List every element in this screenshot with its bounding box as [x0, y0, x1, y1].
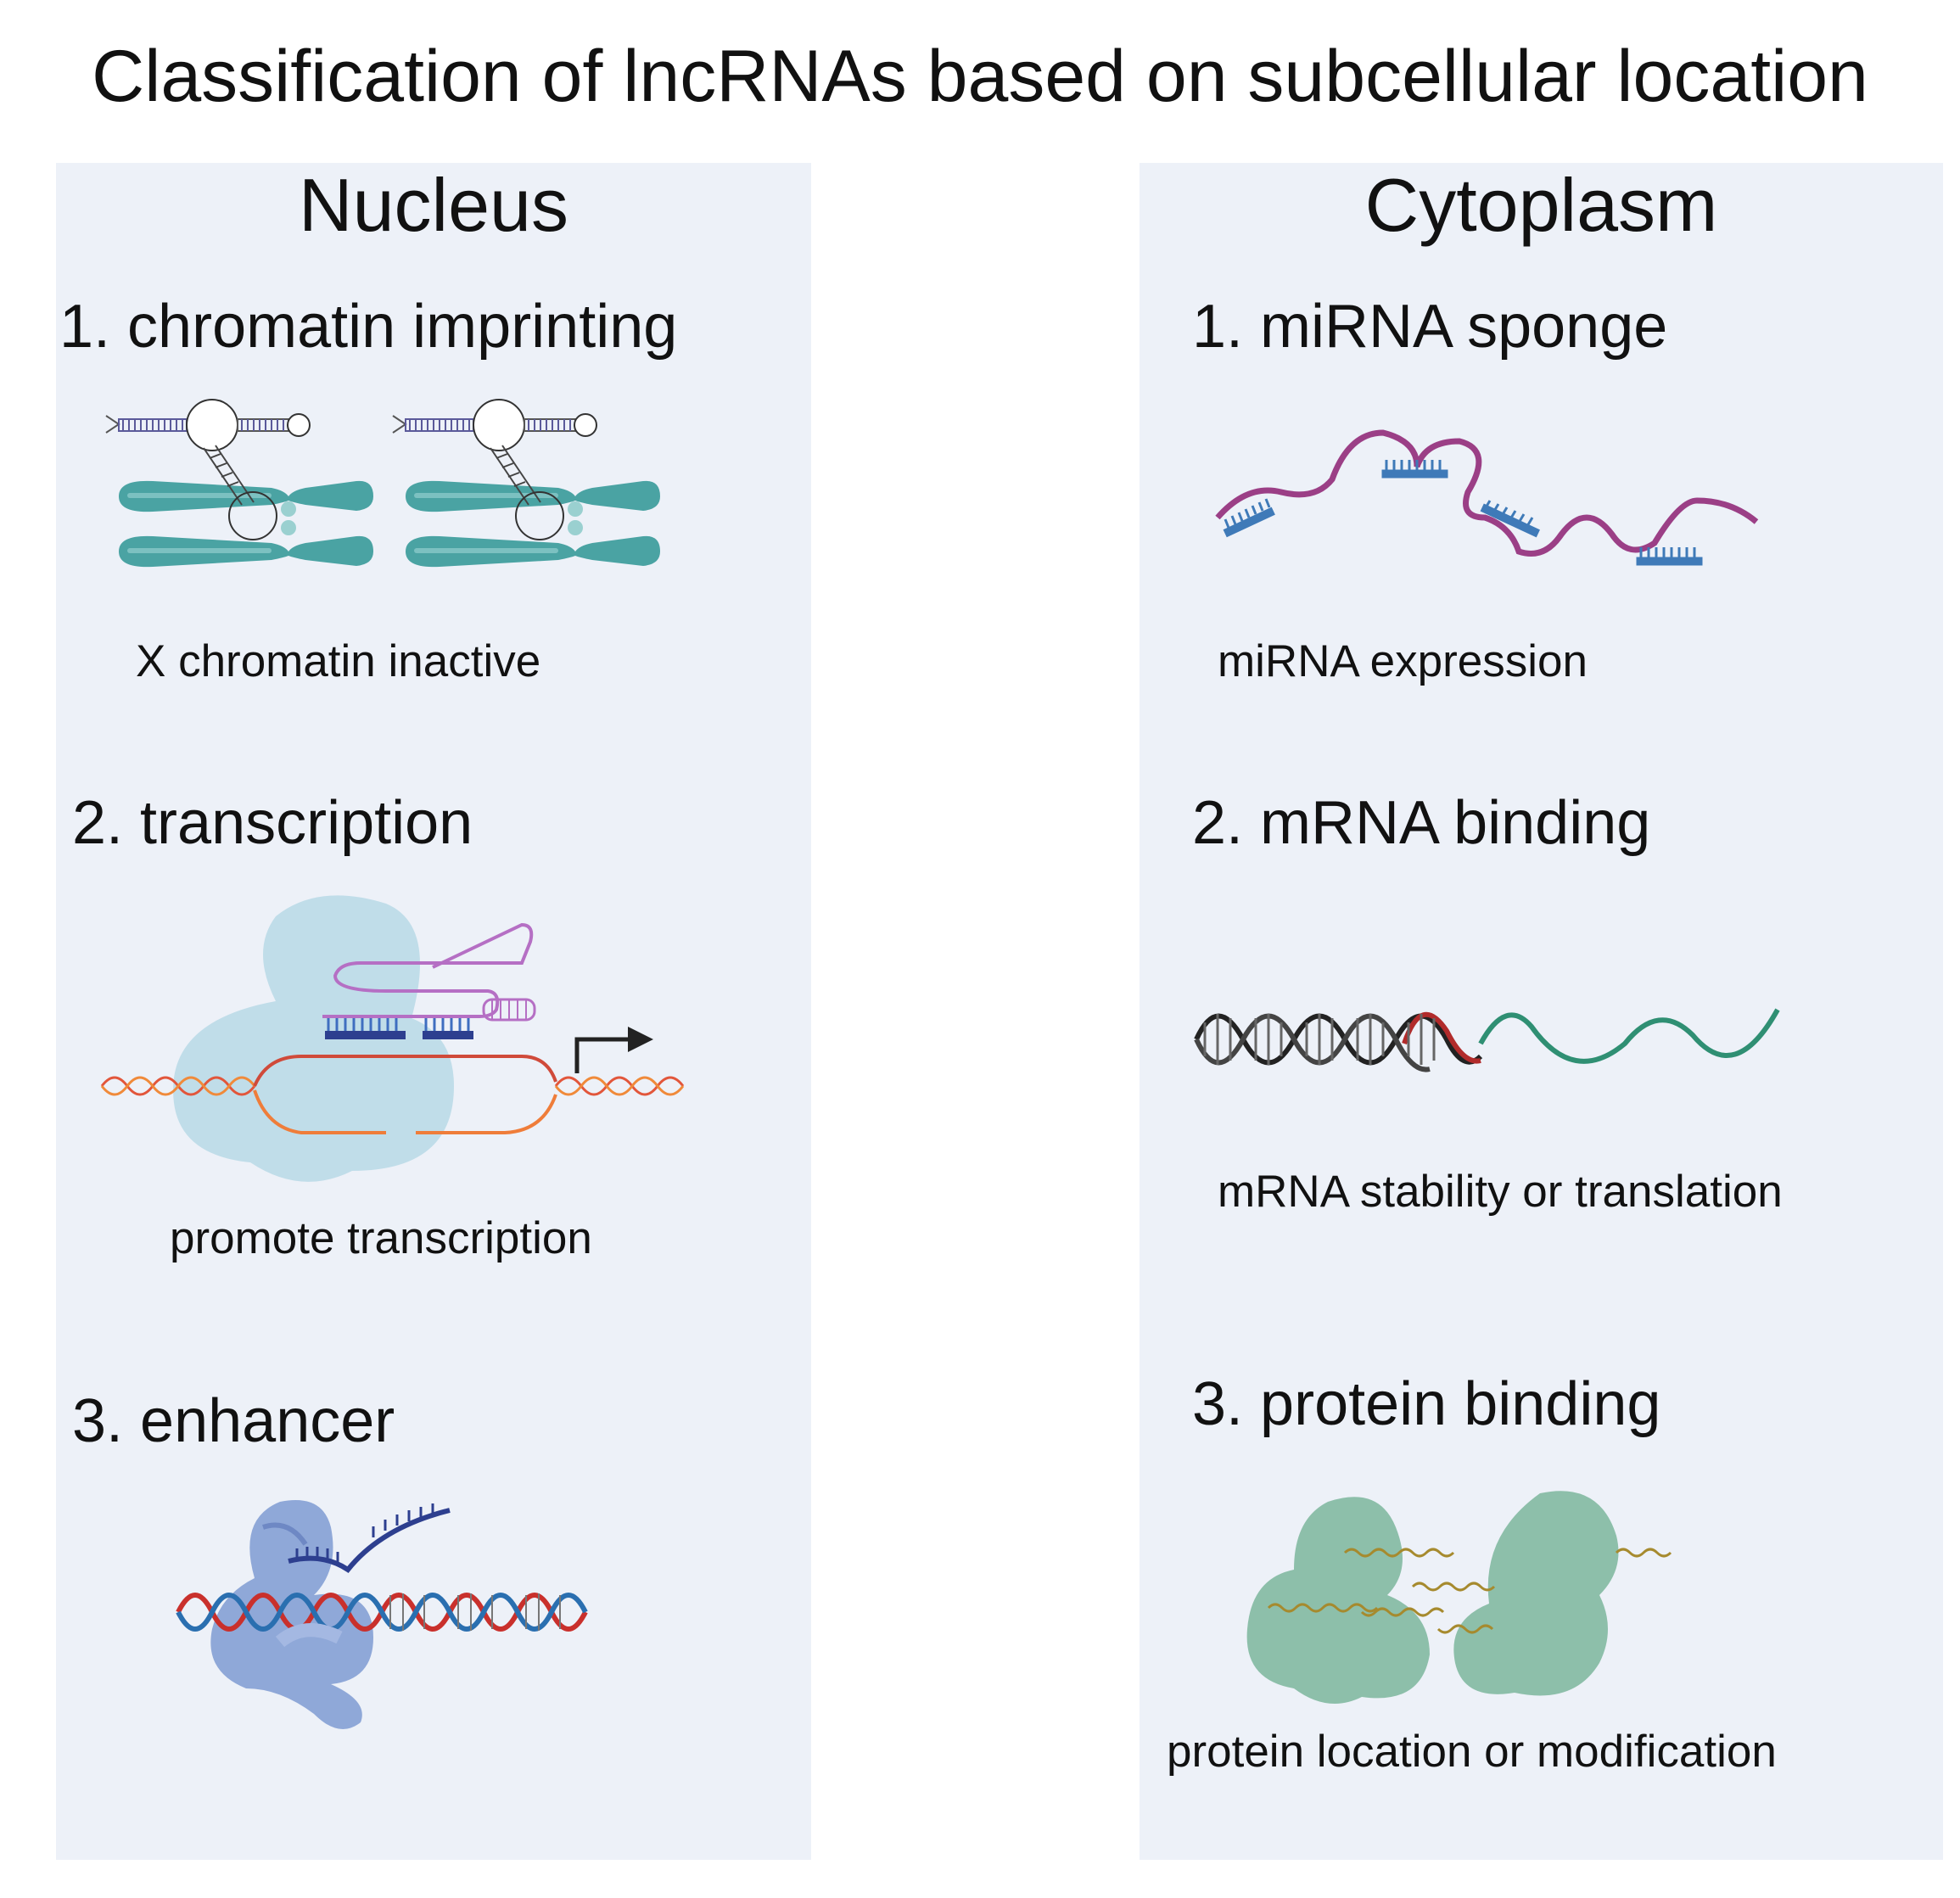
cytoplasm-caption-protein: protein location or modification	[1167, 1727, 1777, 1777]
mirna-sponge-illustration	[1215, 429, 1759, 566]
cytoplasm-item-mirna-sponge: 1. miRNA sponge	[1192, 293, 1668, 361]
nucleus-caption-transcription: promote transcription	[170, 1213, 592, 1263]
nucleus-caption-chromatin: X chromatin inactive	[136, 636, 541, 686]
chromatin-imprinting-illustration	[105, 399, 661, 568]
diagram-title: Classification of lncRNAs based on subce…	[92, 36, 1868, 117]
nucleus-item-chromatin-imprinting: 1. chromatin imprinting	[59, 293, 678, 361]
cytoplasm-caption-mirna: miRNA expression	[1218, 636, 1588, 686]
nucleus-item-enhancer: 3. enhancer	[72, 1387, 395, 1455]
cytoplasm-item-protein-binding: 3. protein binding	[1192, 1370, 1661, 1438]
nucleus-panel	[56, 163, 811, 1860]
protein-binding-illustration	[1246, 1491, 1672, 1704]
cytoplasm-caption-mrna: mRNA stability or translation	[1218, 1167, 1783, 1217]
transcription-illustration	[100, 895, 685, 1182]
cytoplasm-heading: Cytoplasm	[1364, 163, 1718, 247]
cytoplasm-item-mrna-binding: 2. mRNA binding	[1192, 789, 1651, 857]
nucleus-item-transcription: 2. transcription	[72, 789, 473, 857]
mrna-binding-illustration	[1194, 1008, 1780, 1072]
enhancer-illustration	[176, 1500, 588, 1729]
nucleus-heading: Nucleus	[299, 163, 568, 247]
